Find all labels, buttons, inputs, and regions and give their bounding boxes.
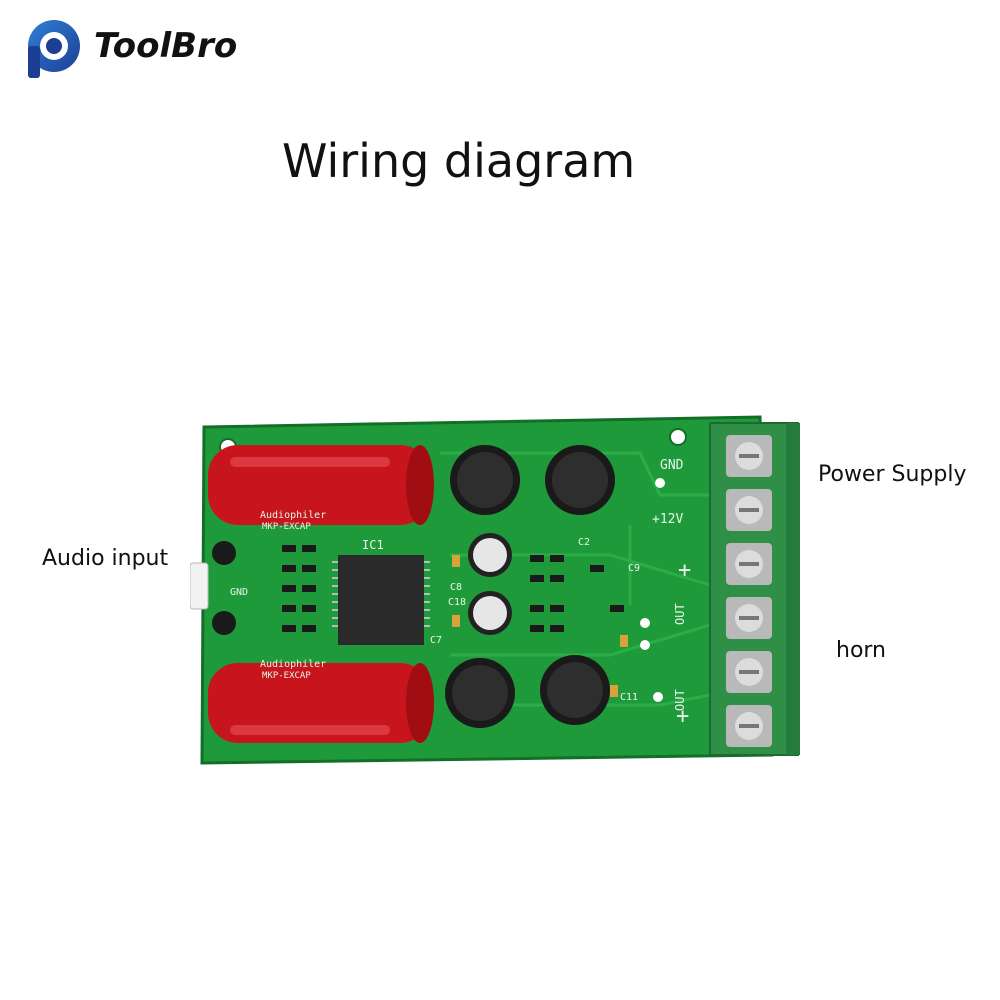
cap-model-bottom: MKP-EXCAP — [262, 671, 311, 681]
page-title: Wiring diagram — [282, 134, 636, 188]
audio-input-connector — [190, 562, 209, 610]
plus-terminal-label: + — [678, 558, 691, 583]
screw-terminal-block — [709, 422, 800, 756]
cap-model-top: MKP-EXCAP — [262, 522, 311, 532]
mount-hole — [669, 428, 687, 446]
c-label: C8 — [450, 582, 462, 593]
cap-brand-top: Audiophiler — [260, 510, 326, 521]
c-label: C18 — [448, 597, 466, 608]
mount-hole — [640, 640, 650, 650]
terminal-screw — [726, 597, 772, 639]
ic-label: IC1 — [362, 538, 384, 552]
c-label: C2 — [578, 537, 590, 548]
gnd-terminal-label: GND — [660, 458, 684, 473]
out-terminal-label: OUT — [673, 603, 687, 625]
small-electrolytic-caps — [212, 541, 236, 635]
v12-terminal-label: +12V — [652, 512, 683, 527]
c-label: C7 — [430, 635, 442, 646]
c-label: C11 — [620, 692, 638, 703]
toolbro-logo-icon — [28, 20, 80, 78]
out-terminal-label-b: OUT — [673, 689, 687, 711]
plus-terminal-label-b: + — [676, 704, 689, 729]
power-supply-label: Power Supply — [818, 462, 967, 487]
film-capacitor-top: Audiophiler MKP-EXCAP — [208, 445, 434, 532]
c-label: C9 — [628, 563, 640, 574]
cap-brand-bottom: Audiophiler — [260, 659, 326, 670]
amplifier-ic: IC1 — [332, 538, 430, 645]
smd-components — [282, 545, 624, 632]
brand-name: ToolBro — [94, 26, 238, 66]
terminal-screw — [726, 705, 772, 747]
mount-hole — [640, 618, 650, 628]
terminal-screw — [726, 435, 772, 477]
film-capacitor-bottom: Audiophiler MKP-EXCAP — [208, 659, 434, 743]
mount-hole — [653, 692, 663, 702]
terminal-screw — [726, 489, 772, 531]
terminal-screw — [726, 651, 772, 693]
mount-hole — [655, 478, 665, 488]
amplifier-board-image: Audiophiler MKP-EXCAP Audiophiler MKP-EX… — [190, 415, 800, 765]
horn-label: horn — [836, 638, 887, 663]
terminal-screw — [726, 543, 772, 585]
audio-input-label: Audio input — [42, 546, 169, 571]
gnd-input-label: GND — [230, 587, 248, 598]
electrolytic-capacitors — [445, 445, 615, 728]
